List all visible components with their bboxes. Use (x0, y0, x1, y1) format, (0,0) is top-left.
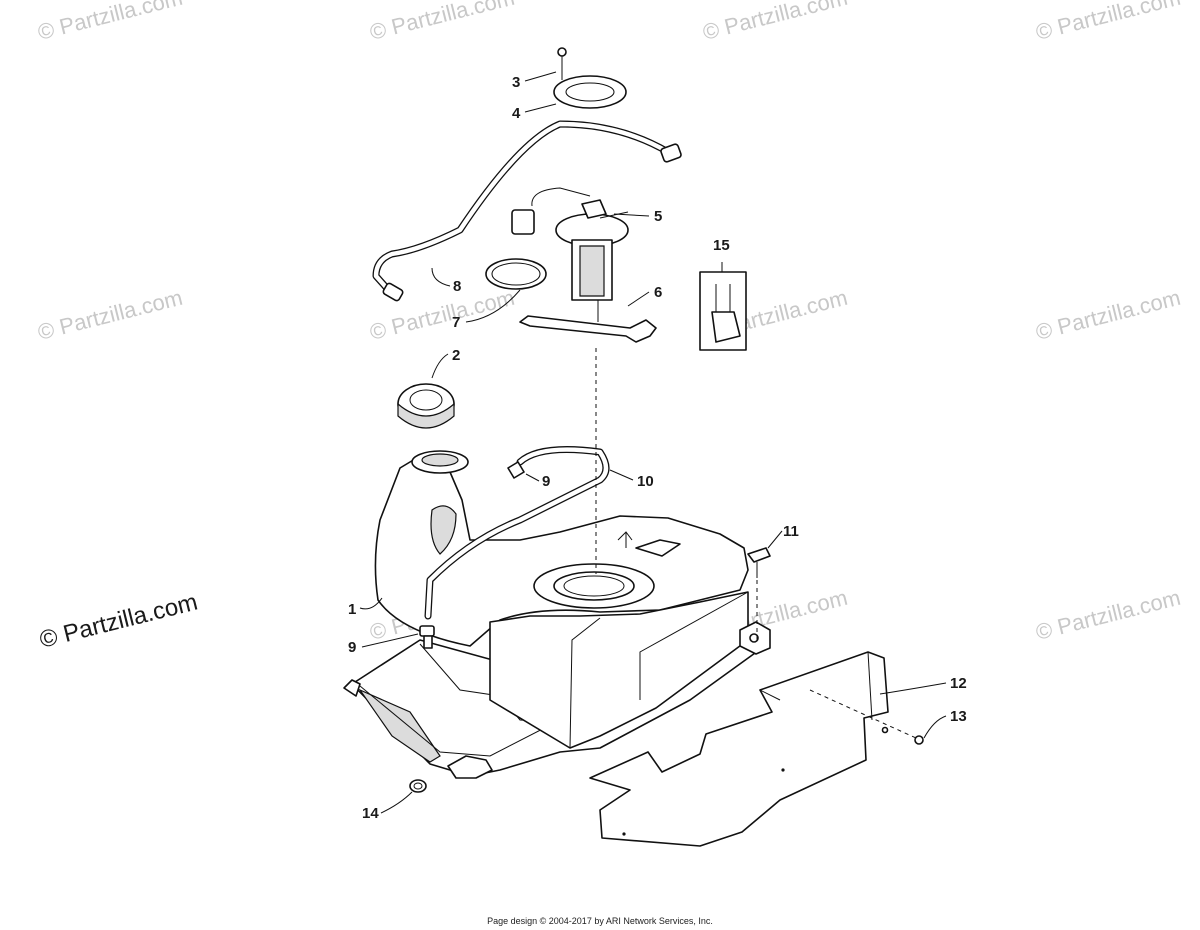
callout-9-lower: 9 (348, 639, 356, 656)
fuel-pump-part-5[interactable] (511, 187, 629, 301)
vent-fitting-part-9[interactable] (507, 461, 525, 479)
callout-13: 13 (950, 708, 967, 725)
watermark-featured: © Partzilla.com (37, 589, 200, 654)
callout-14: 14 (362, 805, 379, 822)
watermark: © Partzilla.com (1033, 0, 1183, 45)
grommet-part-14[interactable] (409, 779, 427, 793)
fuel-line-part-8[interactable] (372, 120, 682, 302)
fuel-cap-part-2[interactable] (397, 383, 455, 429)
alignment-lines (595, 348, 917, 739)
callout-8: 8 (453, 278, 461, 295)
callout-9: 9 (542, 473, 550, 490)
callout-1: 1 (348, 601, 356, 618)
callout-6: 6 (654, 284, 662, 301)
gasket-part-4[interactable] (553, 75, 627, 109)
rivet-part-11[interactable] (747, 547, 771, 578)
watermark: © Partzilla.com (700, 0, 850, 45)
watermark: © Partzilla.com (1033, 585, 1183, 645)
watermark: © Partzilla.com (35, 285, 185, 345)
o-ring-part-7[interactable] (485, 258, 547, 290)
watermark: © Partzilla.com (35, 0, 185, 45)
callout-11: 11 (783, 523, 799, 540)
heat-shield-part-12[interactable] (589, 651, 889, 847)
level-sensor-part-15[interactable] (699, 271, 747, 351)
screw-part-3[interactable] (557, 47, 567, 80)
copyright-footer: Page design © 2004-2017 by ARI Network S… (487, 916, 713, 926)
callout-labels: 1 2 3 4 5 6 7 8 9 9 10 11 12 13 14 15 (348, 74, 967, 822)
callout-5: 5 (654, 208, 662, 225)
fastener-part-13[interactable] (914, 735, 924, 745)
watermark: © Partzilla.com (367, 0, 517, 45)
callout-3: 3 (512, 74, 520, 91)
callout-7: 7 (452, 314, 460, 331)
callout-12: 12 (950, 675, 967, 692)
vent-fitting-part-9-lower[interactable] (419, 625, 435, 649)
leader-lines (359, 71, 947, 814)
fuel-sender-part-6[interactable] (519, 300, 657, 343)
callout-2: 2 (452, 347, 460, 364)
callout-15: 15 (713, 237, 730, 254)
watermark: © Partzilla.com (1033, 285, 1183, 345)
callout-4: 4 (512, 105, 521, 122)
callout-10: 10 (637, 473, 654, 490)
fuel-tank-part-1[interactable] (343, 446, 771, 779)
